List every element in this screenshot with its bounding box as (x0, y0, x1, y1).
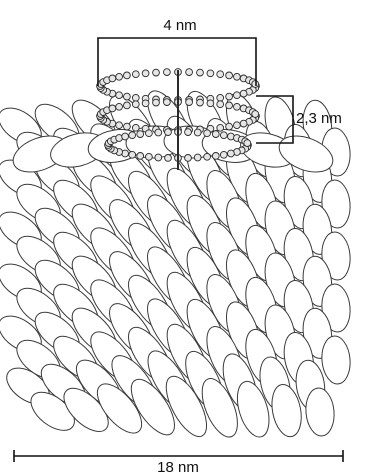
rna-bead (228, 150, 235, 157)
rna-bead (217, 101, 224, 108)
rna-bead (220, 151, 227, 158)
rna-bead (124, 123, 131, 130)
rna-bead (226, 93, 233, 100)
rna-bead (124, 72, 131, 79)
rna-bead (132, 71, 139, 78)
rna-bead (153, 99, 160, 106)
rna-bead (234, 92, 241, 99)
rna-bead (146, 153, 153, 160)
rna-bead (142, 100, 149, 107)
rna-bead (252, 111, 259, 118)
rna-bead (186, 99, 193, 106)
rna-bead (124, 102, 131, 109)
rna-bead (109, 105, 116, 112)
rna-bead (212, 153, 219, 160)
rna-bead (240, 90, 247, 97)
rna-bead (132, 94, 139, 101)
rna-bead (204, 130, 211, 137)
rna-bead (244, 140, 251, 147)
disk-diameter-label: 18 nm (157, 459, 199, 475)
rna-bead (240, 120, 247, 127)
rna-bead (137, 153, 144, 160)
rna-bead (116, 103, 123, 110)
rna-bead (153, 69, 160, 76)
rna-bead (226, 72, 233, 79)
rna-bead (197, 69, 204, 76)
rna-bead (217, 71, 224, 78)
rna-bead (155, 129, 162, 136)
rna-bead (194, 154, 201, 161)
rna-bead (207, 70, 214, 77)
rna-bead (146, 130, 153, 137)
rna-bead (185, 129, 192, 136)
rna-bead (185, 155, 192, 162)
rna-bead (234, 73, 241, 80)
rna-bead (122, 133, 129, 140)
rna-bead (217, 94, 224, 101)
rna-bead (234, 122, 241, 129)
rna-bead (137, 131, 144, 138)
rna-bead (132, 101, 139, 108)
rna-bead (132, 124, 139, 131)
rna-bead (226, 123, 233, 130)
rna-bead (197, 99, 204, 106)
rna-bead (220, 132, 227, 139)
rna-bead (124, 93, 131, 100)
rna-bead (116, 122, 123, 129)
coat-protein-subunits (0, 85, 352, 443)
rna-bead (217, 124, 224, 131)
rna-bead (164, 69, 171, 76)
rna-bead (116, 73, 123, 80)
rna-bead (165, 129, 172, 136)
rna-bead (129, 151, 136, 158)
rna-bead (234, 103, 241, 110)
rna-bead (226, 102, 233, 109)
rna-bead (207, 100, 214, 107)
rna-bead (109, 75, 116, 82)
rna-bead (116, 92, 123, 99)
disk-diameter-bracket: 18 nm (14, 450, 343, 475)
rna-bead (142, 70, 149, 77)
rna-bead (186, 69, 193, 76)
rna-bead (129, 132, 136, 139)
helix-pitch-label: 2,3 nm (296, 110, 342, 127)
rna-bead (212, 131, 219, 138)
rna-bead (165, 155, 172, 162)
rna-bead (194, 129, 201, 136)
rna-bead (204, 153, 211, 160)
rna-bead (155, 154, 162, 161)
rna-bead (164, 99, 171, 106)
helix-diameter-label: 4 nm (163, 17, 196, 34)
